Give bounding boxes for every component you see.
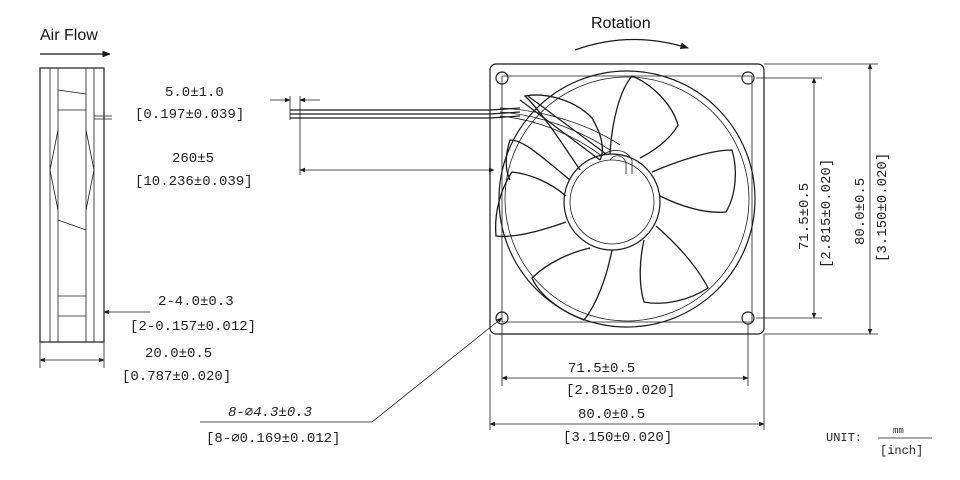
unit-numerator: mm [893, 426, 904, 436]
unit-label: UNIT: [826, 431, 862, 445]
mount-holes-mm: 8-⌀4.3±0.3 [228, 405, 312, 421]
mount-hole-top-left [495, 71, 509, 85]
fan-side-view [39, 67, 150, 368]
width-inch: [3.150±0.020] [563, 430, 672, 446]
thickness-mm: 20.0±0.5 [145, 346, 212, 362]
unit-denominator: [inch] [880, 444, 923, 458]
cable-strip-inch: [0.197±0.039] [135, 107, 244, 123]
hole-spacing-v-mm: 71.5±0.5 [797, 183, 813, 250]
rotation-arrow [574, 38, 689, 51]
hole-spacing-v-inch: [2.815±0.020] [819, 159, 835, 268]
mount-hole-top-right [741, 71, 755, 85]
height-mm: 80.0±0.5 [853, 178, 869, 245]
air-flow-label: Air Flow [40, 27, 98, 44]
width-mm: 80.0±0.5 [578, 407, 645, 423]
cable-strip-mm: 5.0±1.0 [165, 85, 224, 101]
side-hole-mm: 2-4.0±0.3 [158, 294, 234, 310]
cable-length-inch: [10.236±0.039] [135, 174, 253, 190]
hole-spacing-h-mm: 71.5±0.5 [568, 361, 635, 377]
rotation-label: Rotation [591, 15, 651, 32]
cable-length-mm: 260±5 [172, 151, 214, 167]
height-inch: [3.150±0.020] [875, 153, 891, 262]
hole-spacing-h-inch: [2.815±0.020] [566, 383, 675, 399]
fan-front-view [489, 63, 765, 335]
mount-holes-inch: [8-⌀0.169±0.012] [206, 431, 340, 447]
side-hole-inch: [2-0.157±0.012] [130, 319, 256, 335]
thickness-inch: [0.787±0.020] [122, 369, 231, 385]
